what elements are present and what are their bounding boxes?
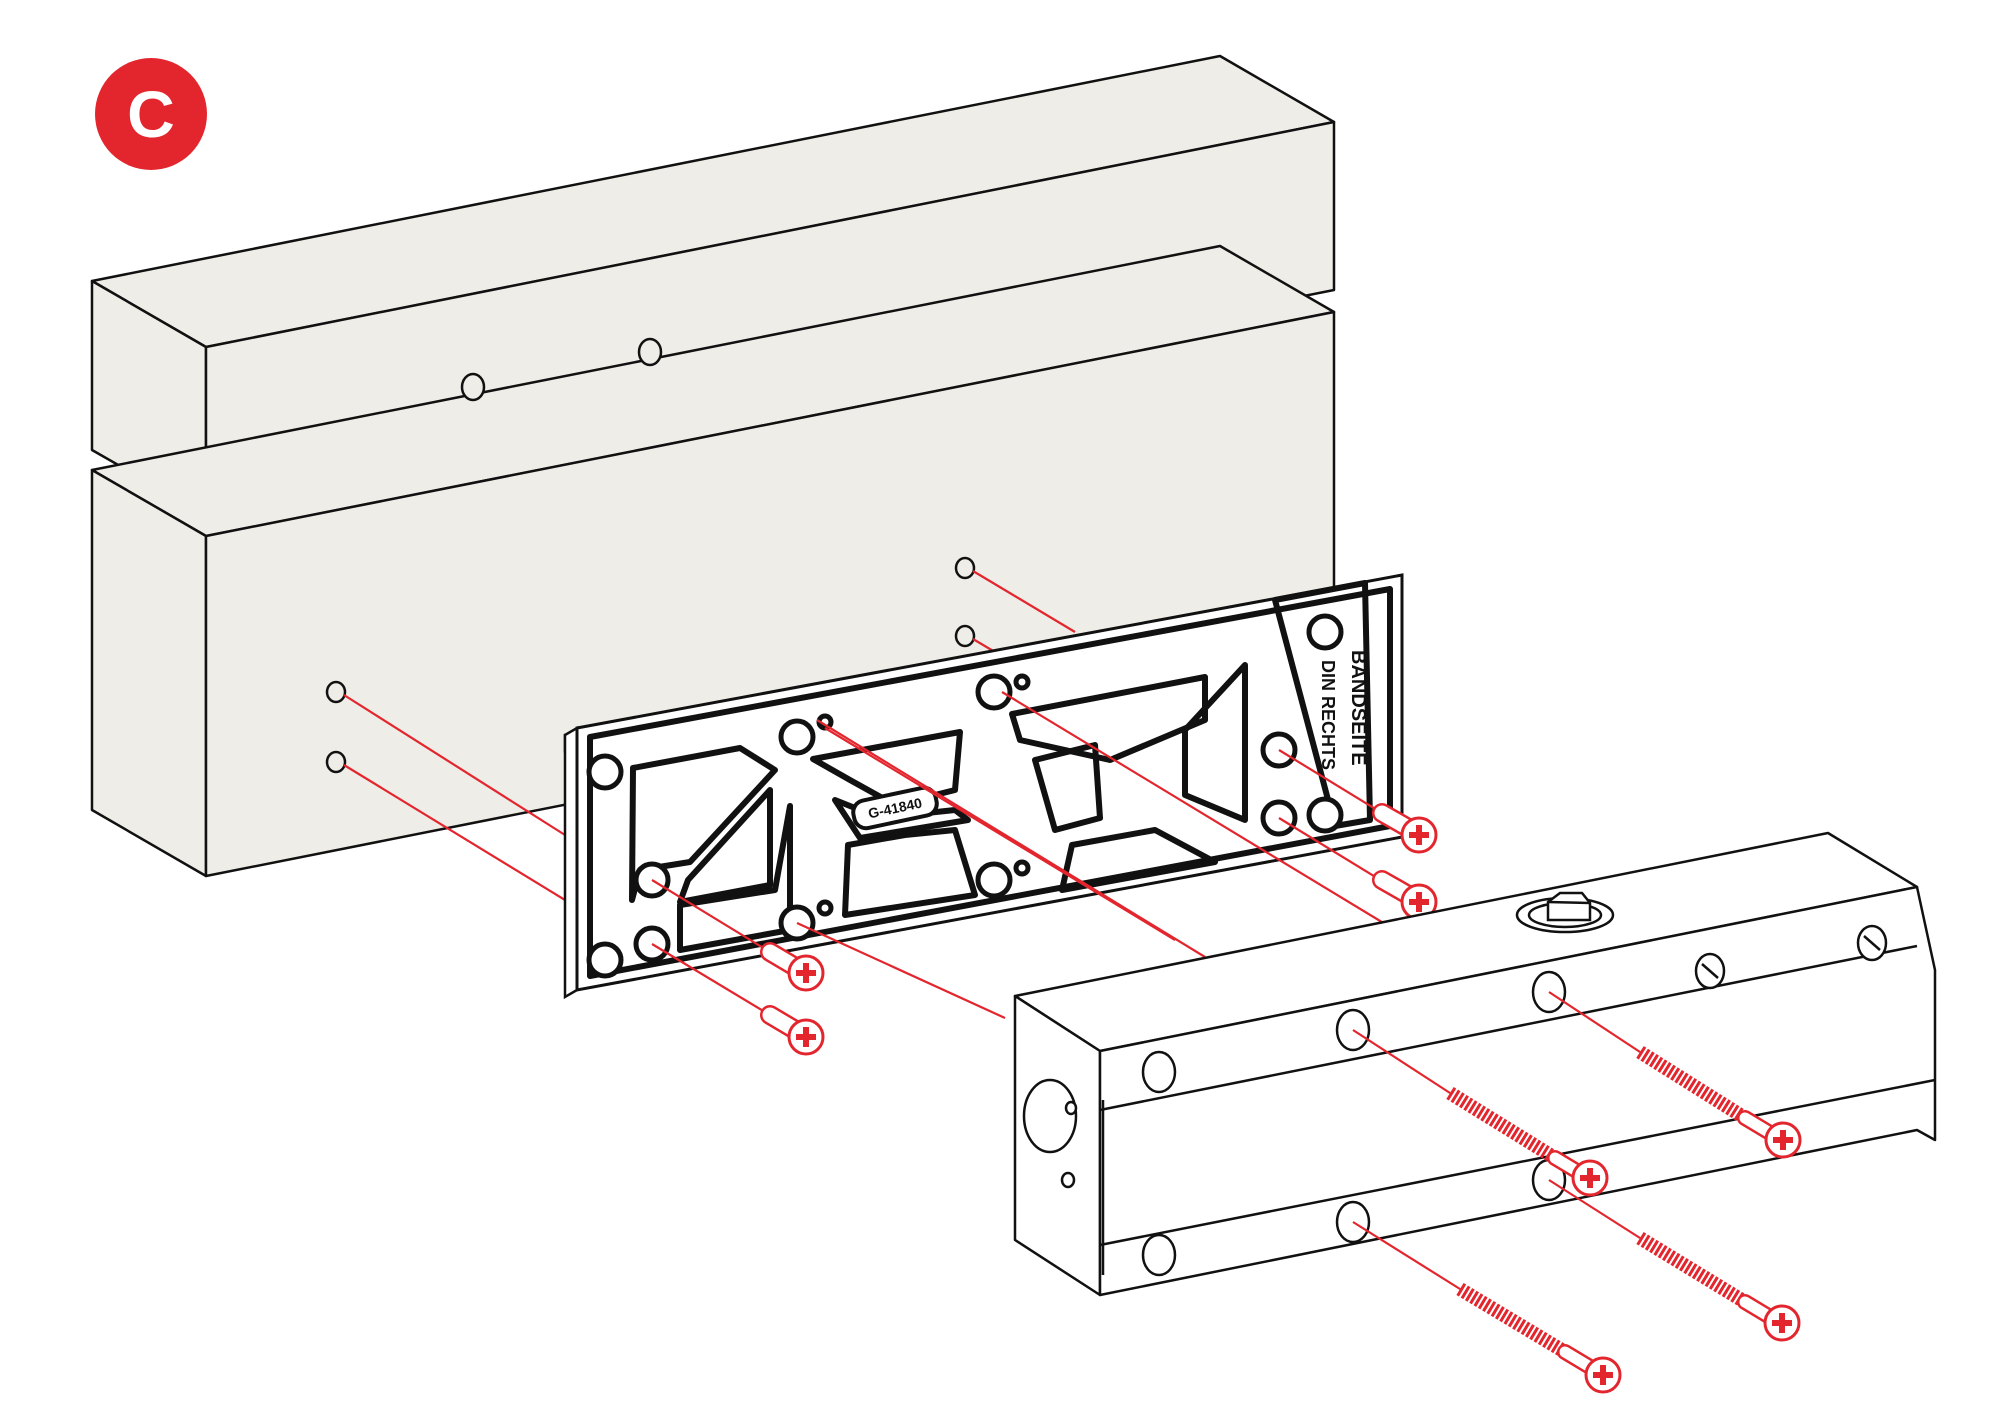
mounting-hole-icon: [954, 556, 976, 580]
mounting-hole-icon: [1141, 1233, 1177, 1277]
plate-edge: [563, 725, 579, 1000]
mounting-hole-icon: [1013, 859, 1031, 877]
plate-screws: [760, 803, 1438, 1056]
adjustment-valve-icon: [1515, 891, 1615, 934]
mounting-hole-icon: [586, 753, 624, 791]
mounting-hole-icon: [778, 718, 816, 756]
screw-icon: [1636, 1046, 1802, 1159]
lower-block-left: [90, 468, 208, 878]
mounting-hole-icon: [816, 899, 834, 917]
mounting-hole-icon: [325, 680, 347, 704]
frame-holes: [325, 337, 976, 774]
mounting-hole-icon: [1306, 613, 1344, 651]
door-frame: [90, 54, 1336, 878]
plate-label-din-rechts: DIN RECHTS: [1318, 660, 1338, 770]
mounting-hole-icon: [1306, 796, 1344, 834]
mounting-hole-icon: [460, 372, 486, 402]
screw-icon: [1456, 1282, 1622, 1394]
mounting-hole-icon: [1141, 1050, 1177, 1094]
alignment-lines-frame: [343, 570, 1076, 901]
screw-icon: [760, 1005, 825, 1056]
screw-icon: [1372, 803, 1438, 854]
mounting-hole-icon: [1013, 673, 1031, 691]
closer-end-details: [1022, 1078, 1078, 1189]
closer-front: [1098, 885, 1937, 1297]
screw-icon: [1636, 1232, 1801, 1342]
mounting-plate: G-41840 BANDSEITE DIN RECHTS: [563, 573, 1404, 1000]
part-number-badge: G-41840: [851, 785, 939, 831]
step-label: C: [127, 77, 175, 151]
mounting-hole-icon: [954, 624, 976, 648]
door-closer: [1013, 831, 1937, 1297]
screw-icon: [1446, 1087, 1609, 1197]
closer-holes: [1141, 924, 1888, 1277]
screw-icon: [1372, 870, 1438, 921]
mounting-hole-icon: [975, 861, 1013, 899]
mounting-hole-icon: [637, 337, 663, 367]
plate-label-bandseite: BANDSEITE: [1347, 650, 1369, 766]
closer-screws: [1352, 991, 1802, 1394]
step-badge: C: [95, 58, 207, 170]
mounting-hole-icon: [586, 941, 624, 979]
mounting-hole-icon: [975, 673, 1013, 711]
plate-pockets: [629, 580, 1373, 953]
mounting-hole-icon: [325, 750, 347, 774]
alignment-lines-plate: [651, 691, 1401, 1020]
screw-icon: [760, 942, 825, 992]
